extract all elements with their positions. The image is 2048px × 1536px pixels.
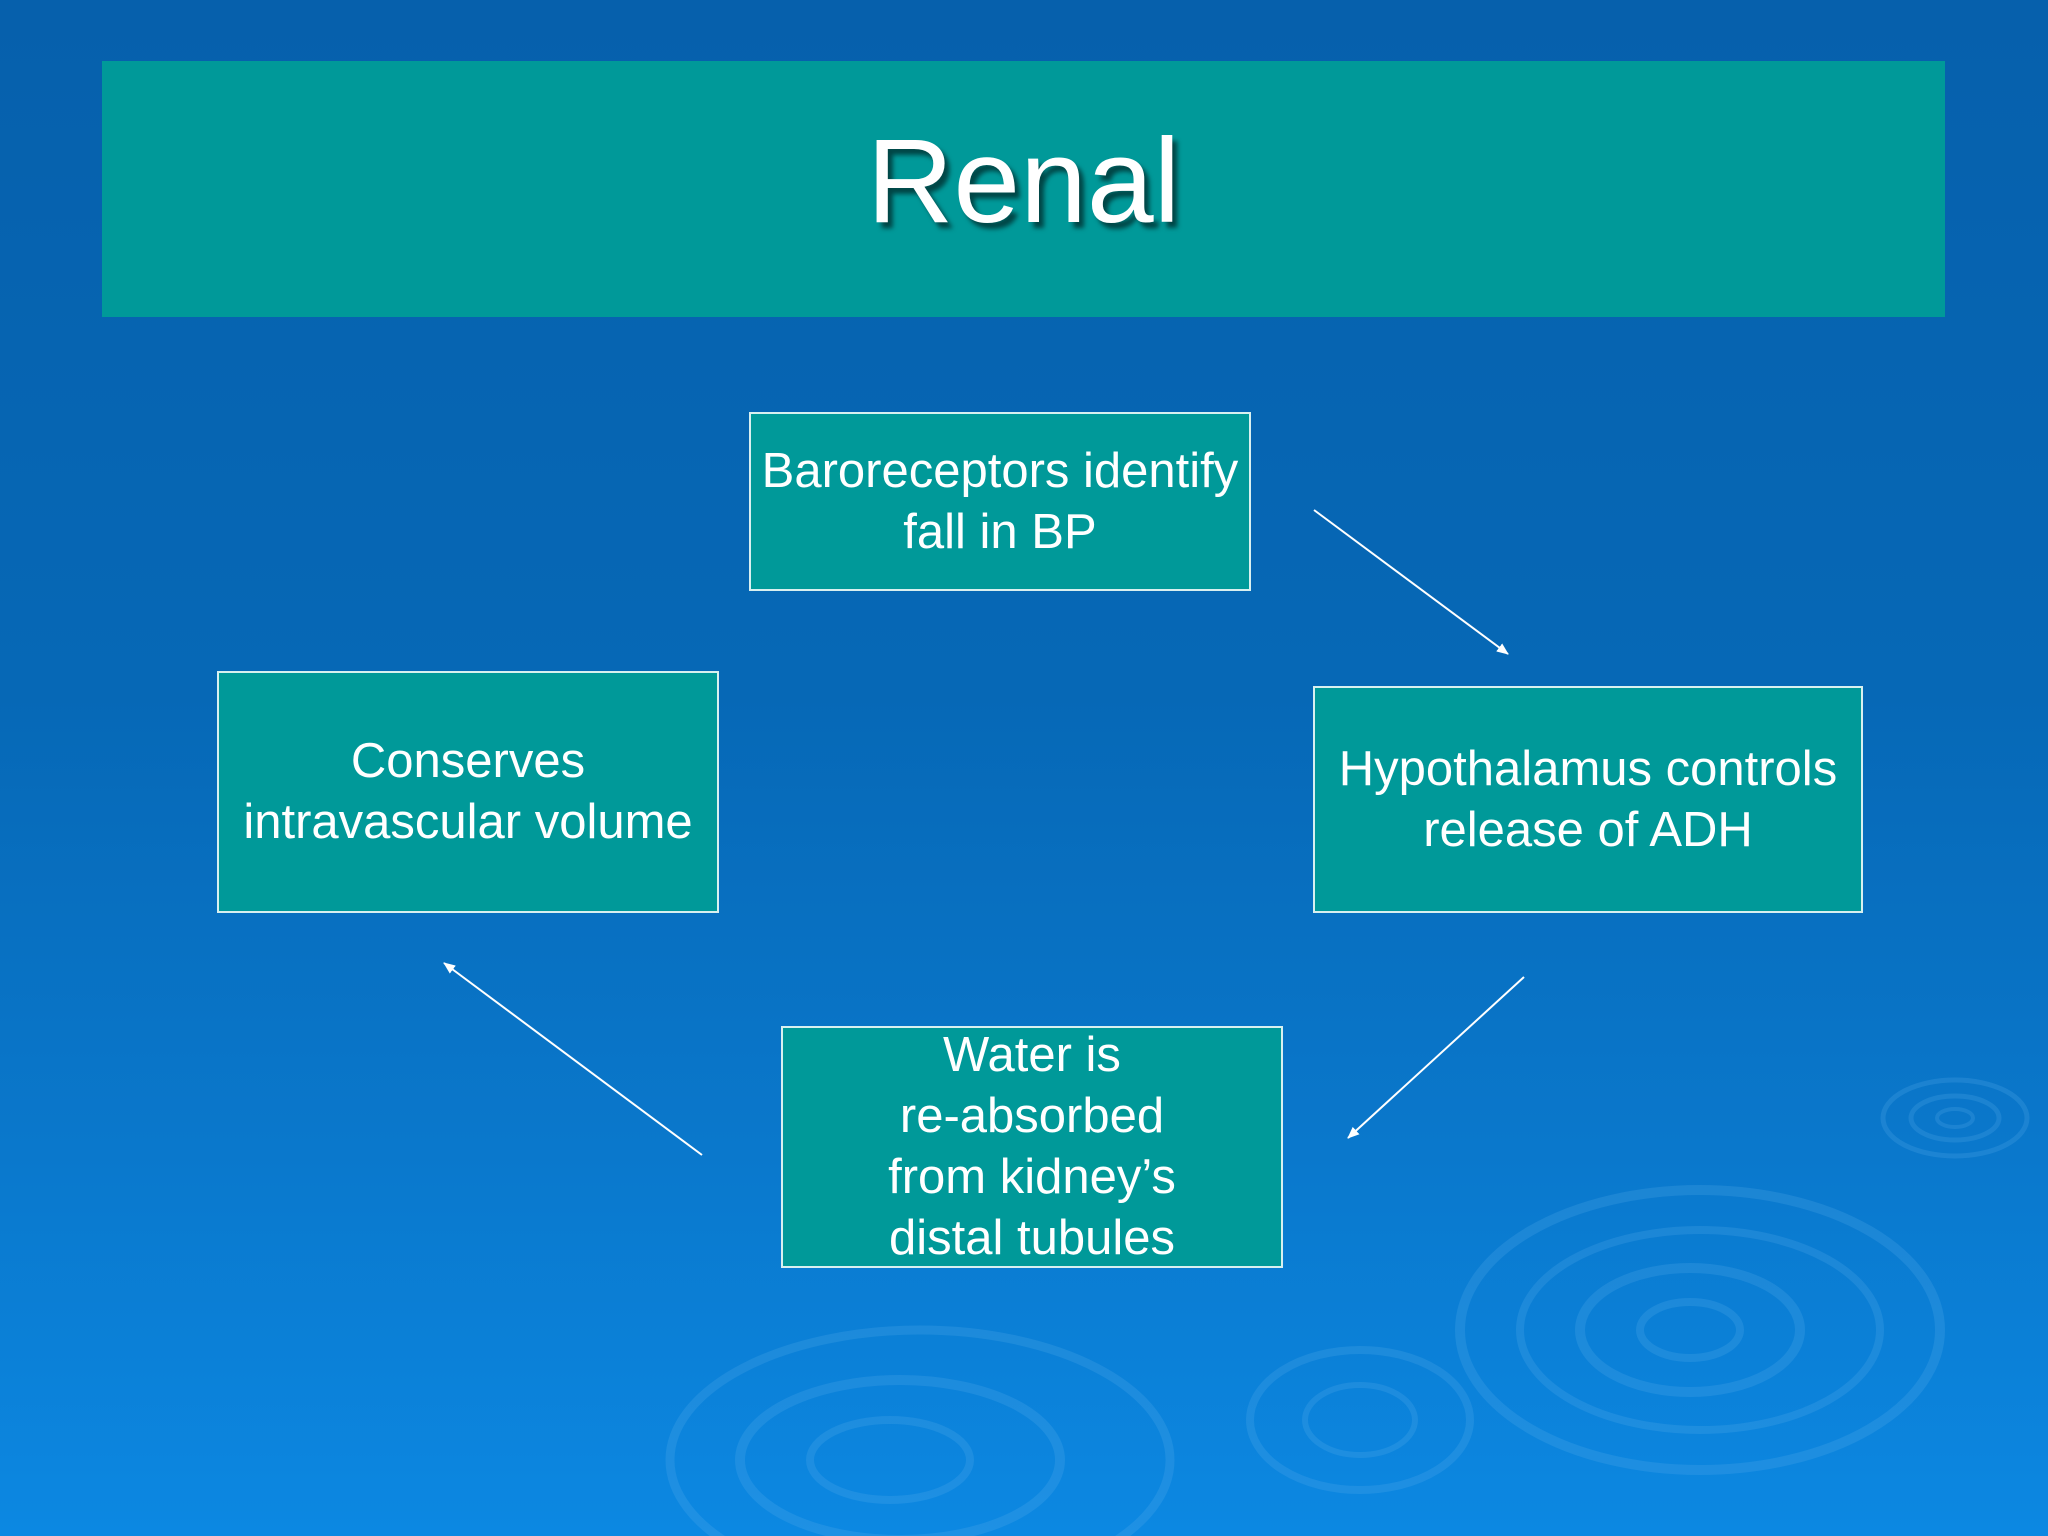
node-water-reabsorbed: Water is re-absorbed from kidney’s dista…	[781, 1026, 1283, 1268]
node-conserves-volume: Conserves intravascular volume	[217, 671, 719, 913]
slide-title: Renal	[866, 114, 1181, 248]
node-hypothalamus: Hypothalamus controls release of ADH	[1313, 686, 1863, 913]
title-banner: Renal	[102, 61, 1945, 317]
node-baroreceptors: Baroreceptors identify fall in BP	[749, 412, 1251, 591]
